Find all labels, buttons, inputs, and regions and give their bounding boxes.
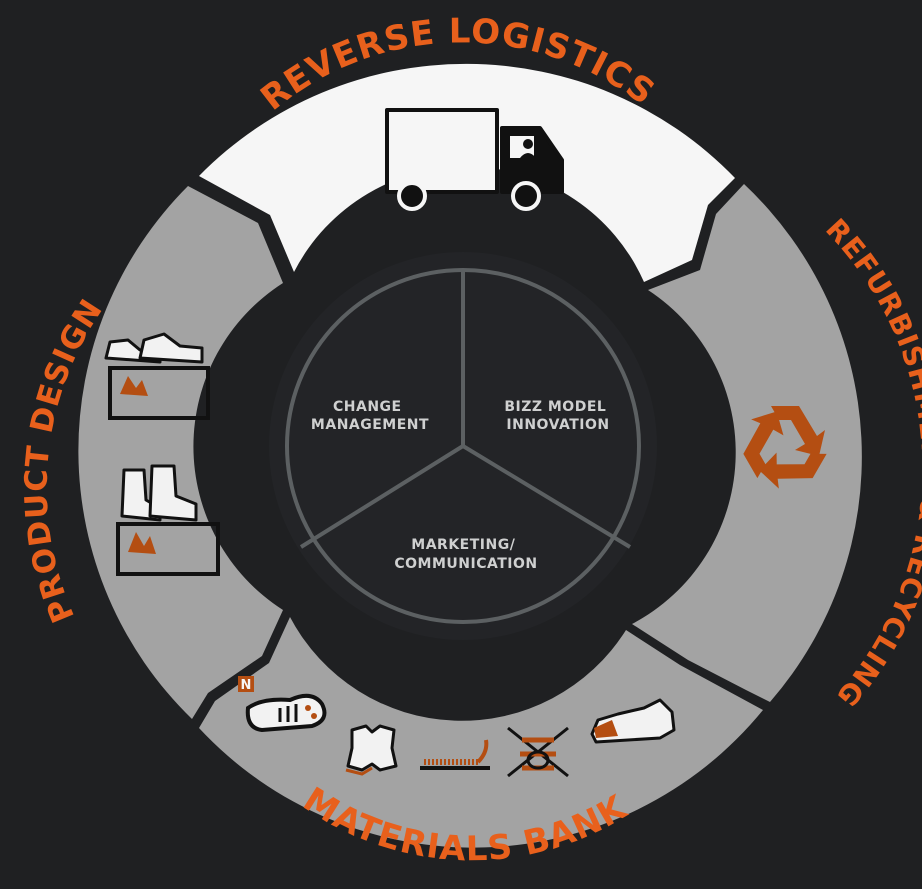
- safety-shoe-icon: [590, 698, 676, 744]
- sector-bizz-model-line2: INNOVATION: [506, 417, 609, 433]
- shoe-sole-icon: N: [238, 676, 327, 733]
- segment-product-design: [78, 186, 284, 719]
- hub-divider-right: [461, 444, 632, 549]
- leather-hide-icon: [345, 724, 398, 776]
- sneakers-on-box-icon: [104, 332, 210, 420]
- inner-hub: CHANGE MANAGEMENT BIZZ MODEL INNOVATION …: [269, 252, 657, 640]
- outer-ring: [78, 63, 862, 848]
- segment-refurbishment-recycling: [632, 184, 862, 702]
- badge-letter: N: [241, 678, 252, 693]
- sector-bizz-model-innovation: BIZZ MODEL INNOVATION: [504, 399, 611, 433]
- sector-marketing-line1: MARKETING/: [411, 537, 515, 553]
- sector-change-management: CHANGE MANAGEMENT: [311, 399, 429, 433]
- sector-marketing-line2: COMMUNICATION: [394, 556, 537, 572]
- sector-bizz-model-line1: BIZZ MODEL: [504, 399, 606, 415]
- segment-reverse-logistics: [199, 63, 735, 283]
- truck-icon: [385, 108, 564, 211]
- sector-change-management-line1: CHANGE: [333, 399, 402, 415]
- laces-icon: [507, 726, 569, 778]
- boots-on-box-icon: [116, 464, 220, 576]
- hub-divider-left: [299, 444, 465, 549]
- zipper-icon: [420, 739, 490, 770]
- segment-materials-bank: [199, 617, 763, 848]
- sector-change-management-line2: MANAGEMENT: [311, 417, 429, 433]
- recycle-icon: [743, 406, 827, 489]
- sector-marketing-communication: MARKETING/ COMMUNICATION: [394, 537, 537, 572]
